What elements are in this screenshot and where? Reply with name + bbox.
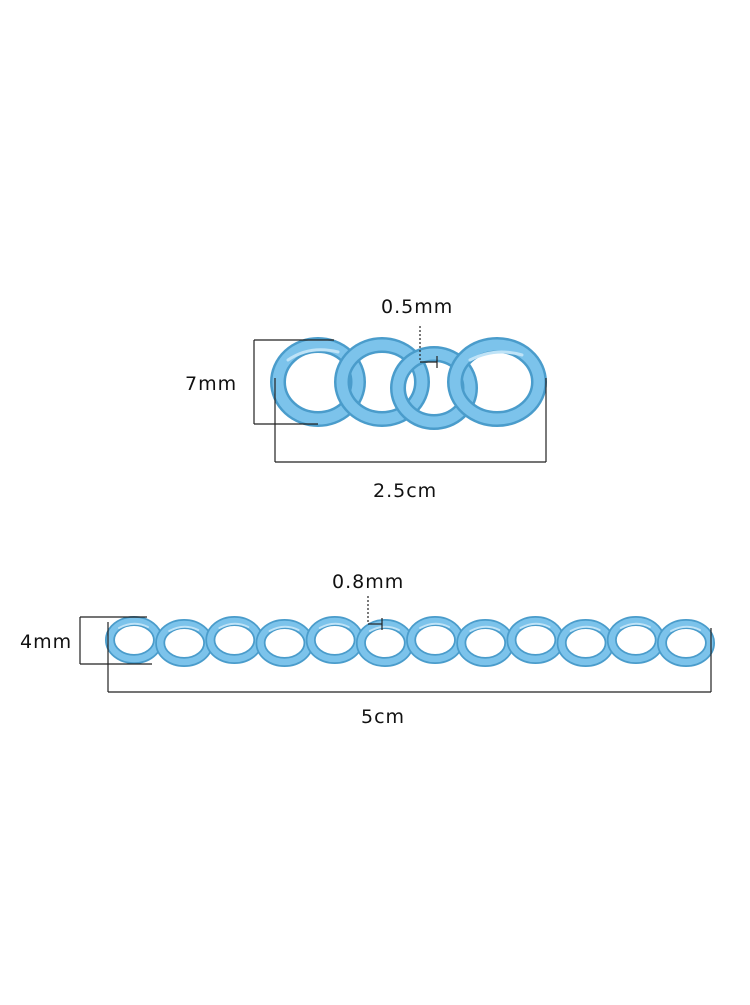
- short-chain-height-label: 7mm: [185, 373, 238, 395]
- chain-link: [305, 616, 364, 664]
- chain-link: [456, 619, 515, 667]
- chain-link: [406, 616, 465, 664]
- chain-link: [657, 619, 715, 667]
- long-chain: [79, 596, 715, 693]
- chain-link: [105, 616, 163, 664]
- short-chain-dimension-lines: [253, 326, 547, 463]
- chain-link: [334, 337, 430, 427]
- chain-link: [205, 616, 264, 664]
- chain-link: [556, 619, 615, 667]
- chain-link: [606, 616, 665, 664]
- long-chain-links: [105, 616, 715, 667]
- short-chain-links: [270, 337, 547, 430]
- short-chain-length-label: 2.5cm: [373, 480, 438, 502]
- chain-link: [155, 619, 214, 667]
- short-chain-wire-label: 0.5mm: [381, 296, 454, 318]
- chain-link: [390, 346, 478, 430]
- chain-link: [270, 337, 366, 427]
- long-chain-length-label: 5cm: [361, 706, 406, 728]
- long-chain-wire-label: 0.8mm: [332, 571, 405, 593]
- chain-link: [447, 337, 547, 427]
- short-chain: [253, 326, 547, 463]
- chain-link: [355, 619, 414, 667]
- chain-link: [506, 616, 565, 664]
- chain-link: [255, 619, 314, 667]
- long-chain-height-label: 4mm: [20, 631, 73, 653]
- long-chain-dimension-lines: [79, 596, 712, 693]
